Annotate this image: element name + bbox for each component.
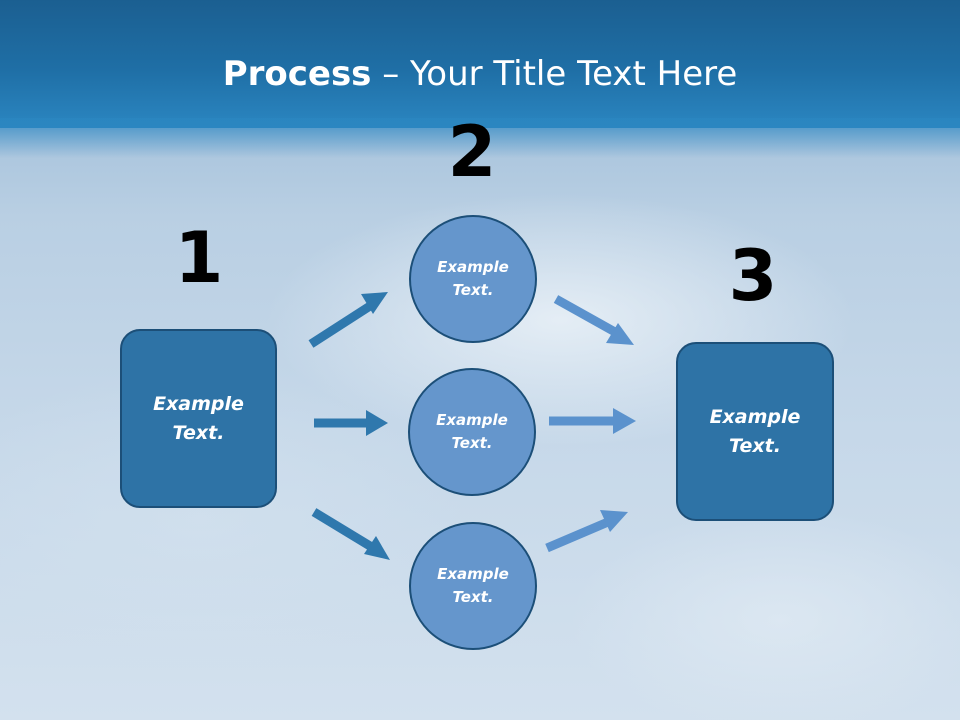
step-number-2: 2 — [447, 111, 497, 193]
process-circle-middle-text: Example Text. — [436, 411, 508, 452]
title-banner — [0, 0, 960, 128]
title-bold: Process — [222, 54, 372, 94]
title-rest: – Your Title Text Here — [371, 54, 738, 94]
slide-title: Process – Your Title Text Here — [0, 52, 960, 96]
process-circle-top-text: Example Text. — [437, 258, 509, 299]
arrow-bottom-to-right — [545, 510, 628, 553]
arrow-top-to-right — [553, 295, 634, 345]
title-banner-fade — [0, 118, 960, 158]
process-box-right-text: Example Text. — [709, 405, 801, 457]
process-circle-middle: Example Text. — [408, 368, 536, 496]
step-number-3: 3 — [728, 235, 778, 317]
step-number-1: 1 — [174, 217, 224, 299]
arrow-left-to-top — [308, 292, 388, 348]
process-box-right: Example Text. — [676, 342, 834, 521]
process-box-left: Example Text. — [120, 329, 277, 508]
process-box-left-text: Example Text. — [153, 392, 244, 444]
process-circle-top: Example Text. — [409, 215, 537, 343]
arrow-middle-to-right — [549, 408, 636, 434]
arrow-left-to-bottom — [311, 508, 390, 560]
arrow-left-to-middle — [314, 410, 388, 436]
process-circle-bottom: Example Text. — [409, 522, 537, 650]
process-circle-bottom-text: Example Text. — [437, 565, 509, 606]
